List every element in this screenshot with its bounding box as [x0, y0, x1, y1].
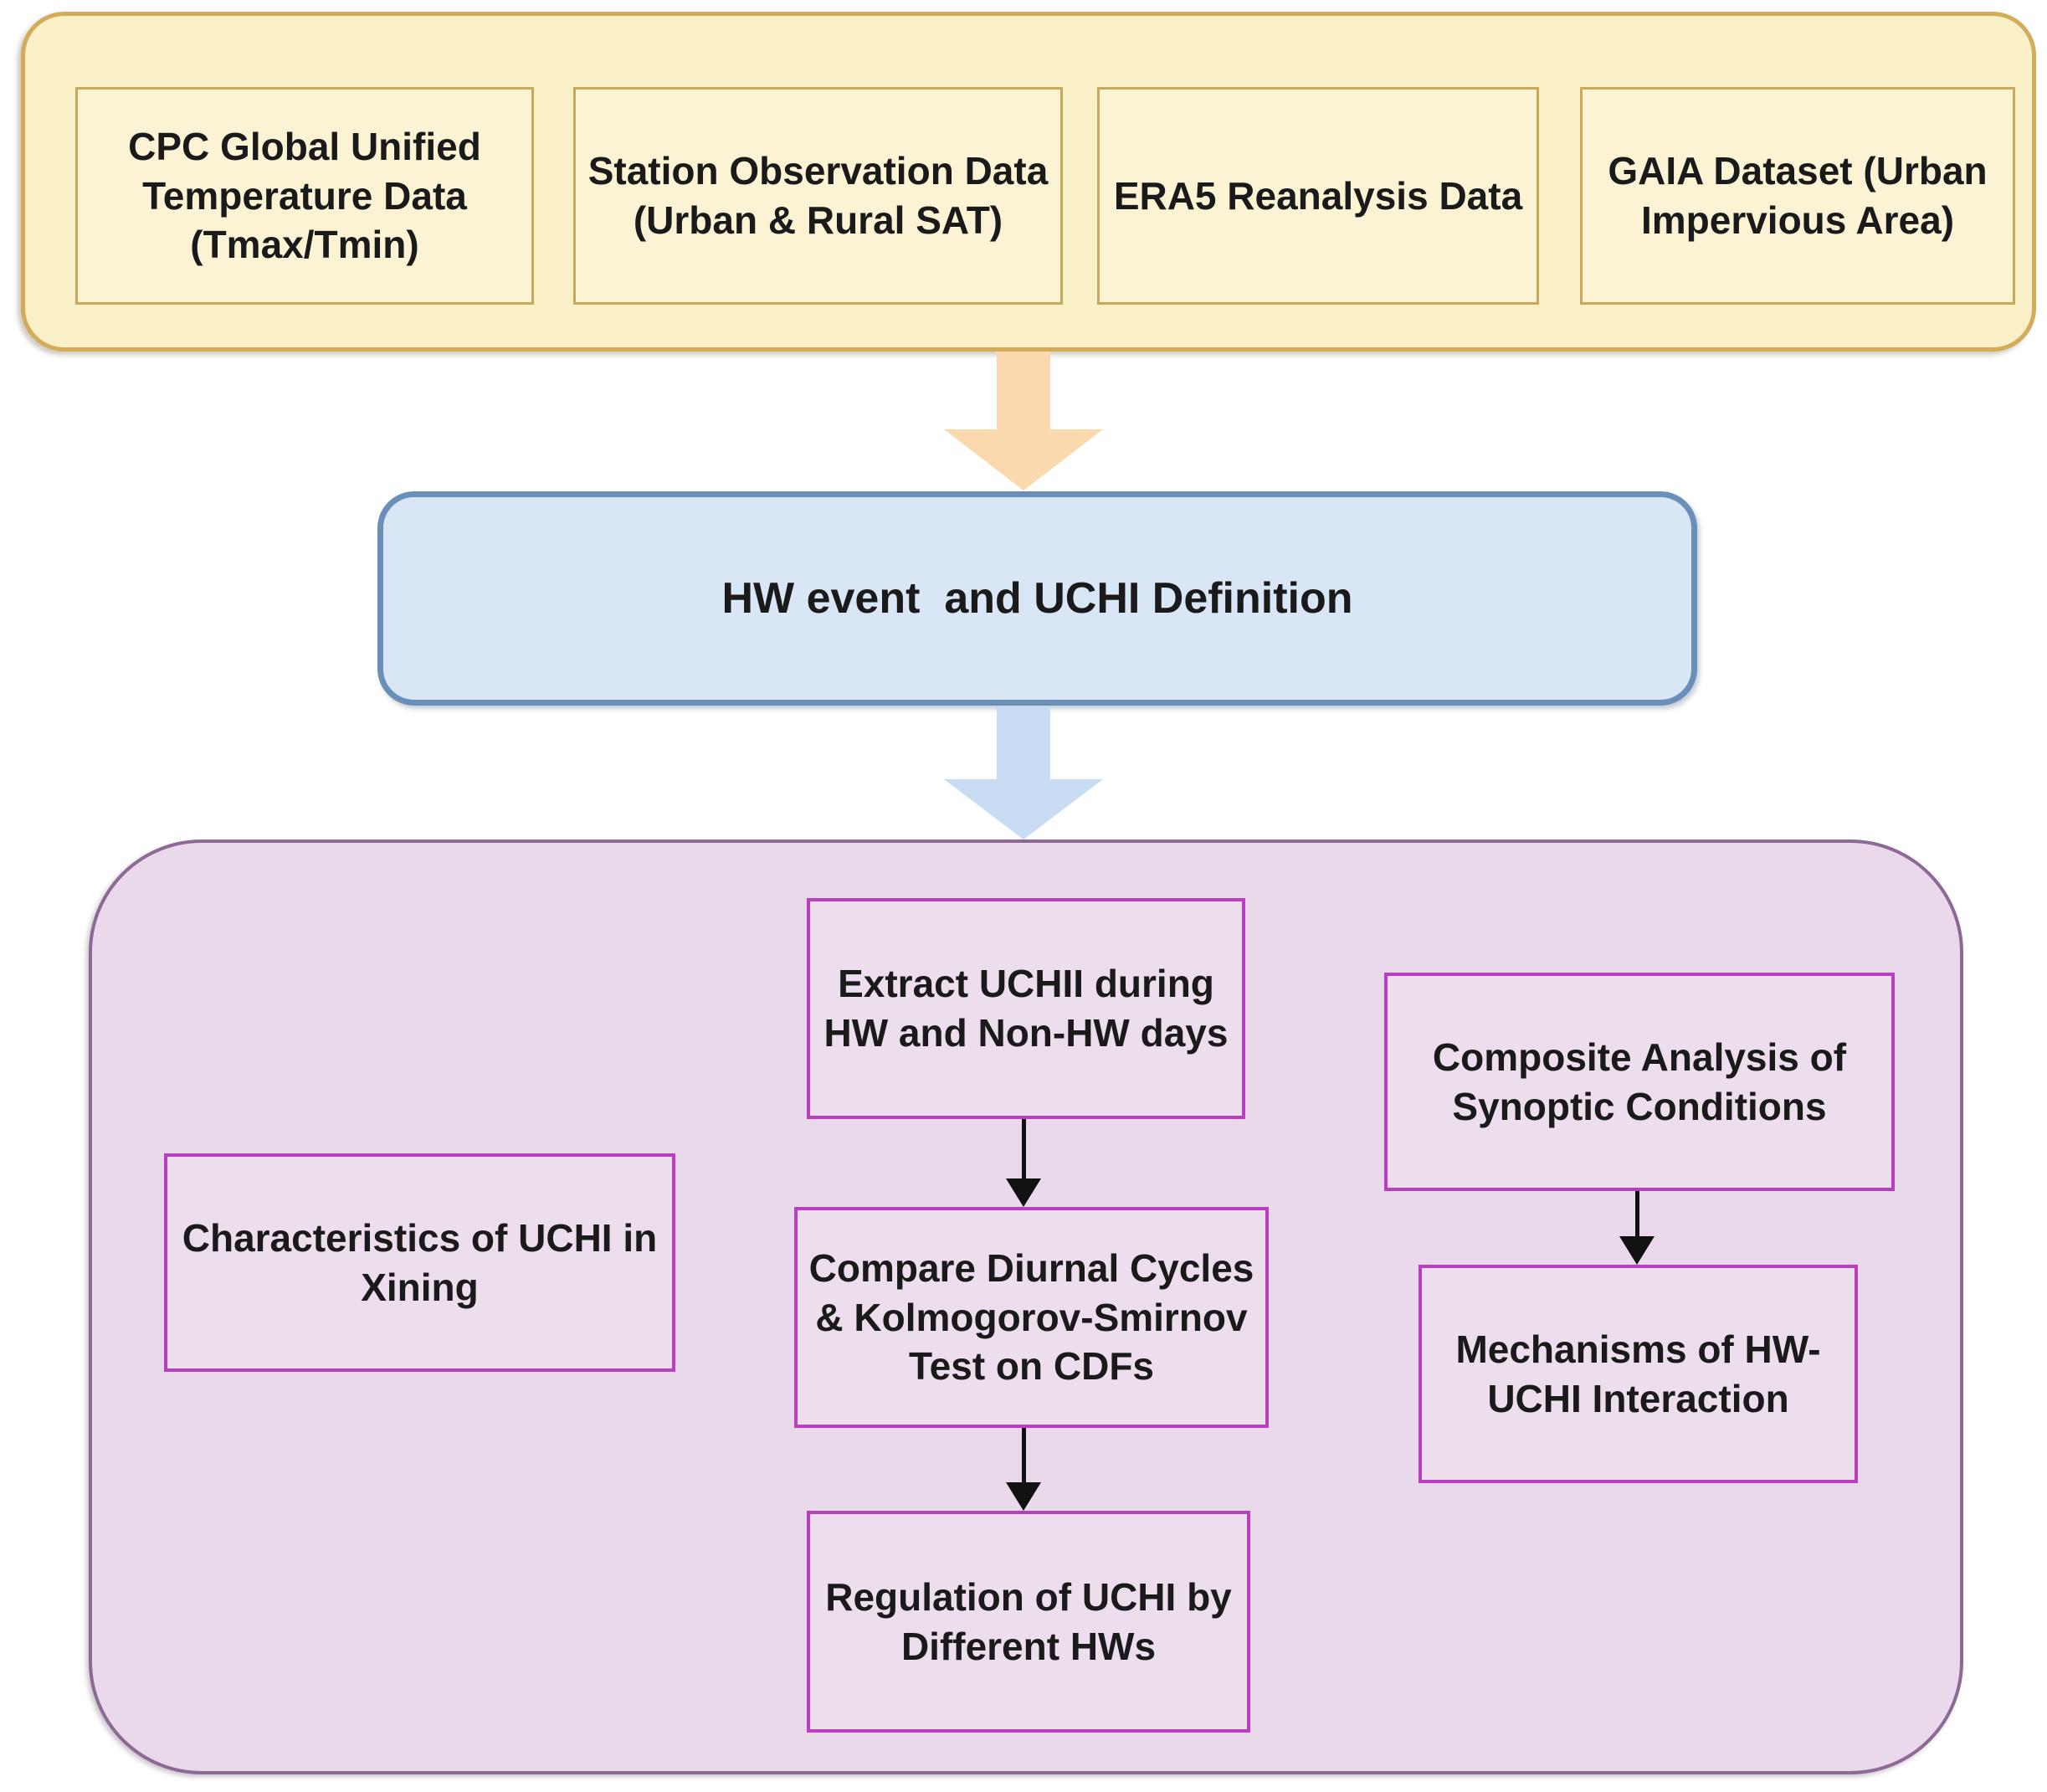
- arrow-compare-to-regulation-line: [1022, 1428, 1026, 1482]
- box-characteristics-uchi-label: Characteristics of UCHI in Xining: [182, 1215, 658, 1309]
- box-compare-diurnal-cycles-label: Compare Diurnal Cycles & Kolmogorov-Smir…: [808, 1245, 1254, 1389]
- definition-box: HW event and UCHI Definition: [377, 491, 1697, 706]
- box-cpc-temperature-data-label: CPC Global Unified Temperature Data (Tma…: [128, 124, 481, 267]
- box-regulation-of-uchi-label: Regulation of UCHI by Different HWs: [825, 1574, 1232, 1668]
- box-characteristics-uchi: Characteristics of UCHI in Xining: [164, 1153, 675, 1372]
- box-composite-analysis-label: Composite Analysis of Synoptic Condition…: [1432, 1035, 1847, 1128]
- down-block-arrow-blue-icon: [944, 707, 1103, 840]
- arrow-composite-to-mechanisms-line: [1635, 1191, 1639, 1236]
- arrow-extract-to-compare-head-icon: [1006, 1178, 1041, 1207]
- box-cpc-temperature-data: CPC Global Unified Temperature Data (Tma…: [75, 87, 534, 305]
- box-gaia-dataset: GAIA Dataset (Urban Impervious Area): [1580, 87, 2015, 305]
- box-compare-diurnal-cycles: Compare Diurnal Cycles & Kolmogorov-Smir…: [794, 1207, 1269, 1428]
- arrow-composite-to-mechanisms-head-icon: [1619, 1236, 1655, 1265]
- box-regulation-of-uchi: Regulation of UCHI by Different HWs: [807, 1511, 1250, 1733]
- data-sources-panel: CPC Global Unified Temperature Data (Tma…: [21, 12, 2036, 352]
- box-mechanisms-interaction: Mechanisms of HW-UCHI Interaction: [1419, 1265, 1858, 1483]
- arrow-extract-to-compare-line: [1022, 1119, 1026, 1179]
- down-block-arrow-orange-icon: [944, 352, 1103, 490]
- box-gaia-dataset-label: GAIA Dataset (Urban Impervious Area): [1608, 149, 1988, 242]
- definition-box-label: HW event and UCHI Definition: [721, 573, 1353, 623]
- box-era5-reanalysis-data: ERA5 Reanalysis Data: [1097, 87, 1539, 305]
- box-composite-analysis: Composite Analysis of Synoptic Condition…: [1384, 973, 1895, 1191]
- box-station-observation-data-label: Station Observation Data (Urban & Rural …: [587, 149, 1049, 242]
- box-mechanisms-interaction-label: Mechanisms of HW-UCHI Interaction: [1455, 1327, 1821, 1420]
- box-era5-reanalysis-data-label: ERA5 Reanalysis Data: [1113, 173, 1523, 218]
- box-extract-uchii: Extract UCHII during HW and Non-HW days: [807, 898, 1245, 1119]
- arrow-compare-to-regulation-head-icon: [1006, 1482, 1041, 1511]
- box-station-observation-data: Station Observation Data (Urban & Rural …: [573, 87, 1063, 305]
- box-extract-uchii-label: Extract UCHII during HW and Non-HW days: [823, 962, 1229, 1055]
